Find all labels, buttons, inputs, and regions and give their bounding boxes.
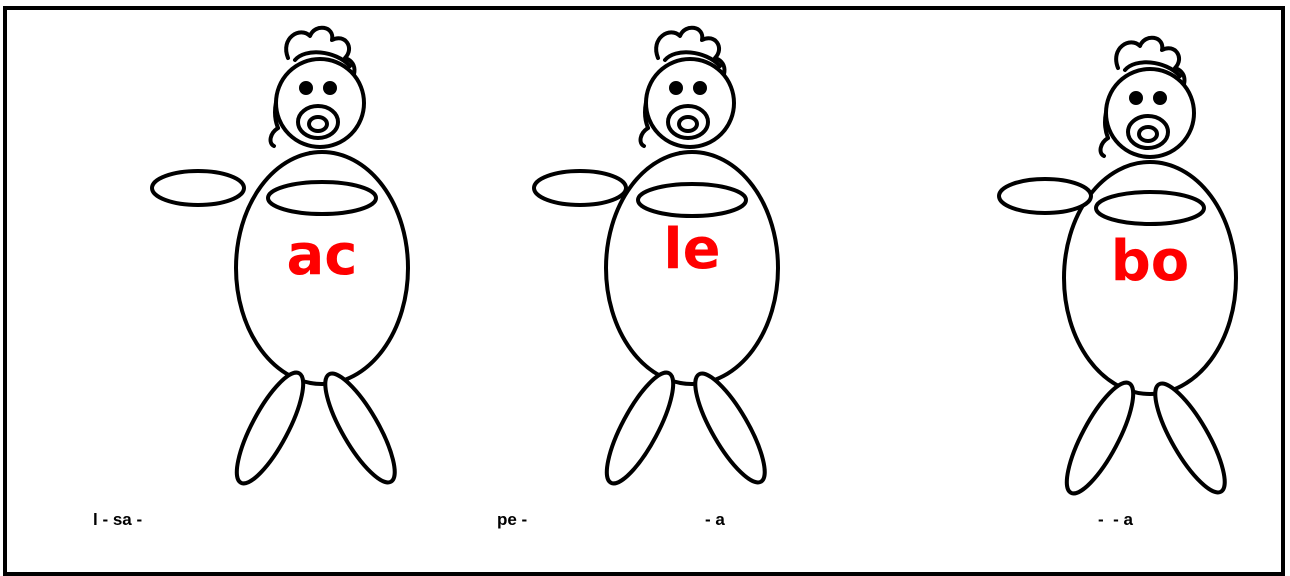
figure-1-word: ac <box>286 223 358 288</box>
caption-3: - a <box>705 510 725 529</box>
caption-1: l - sa - <box>93 510 143 529</box>
cartoon-figure-2-icon <box>532 25 780 486</box>
figure-2-word: le <box>663 217 721 282</box>
caption-2: pe - <box>497 510 528 529</box>
figure-3-word: bo <box>1110 229 1190 294</box>
cartoon-figure-3-icon <box>997 35 1238 496</box>
cartoon-figure-1-icon <box>150 25 410 486</box>
caption-4: - - a <box>1098 510 1133 529</box>
